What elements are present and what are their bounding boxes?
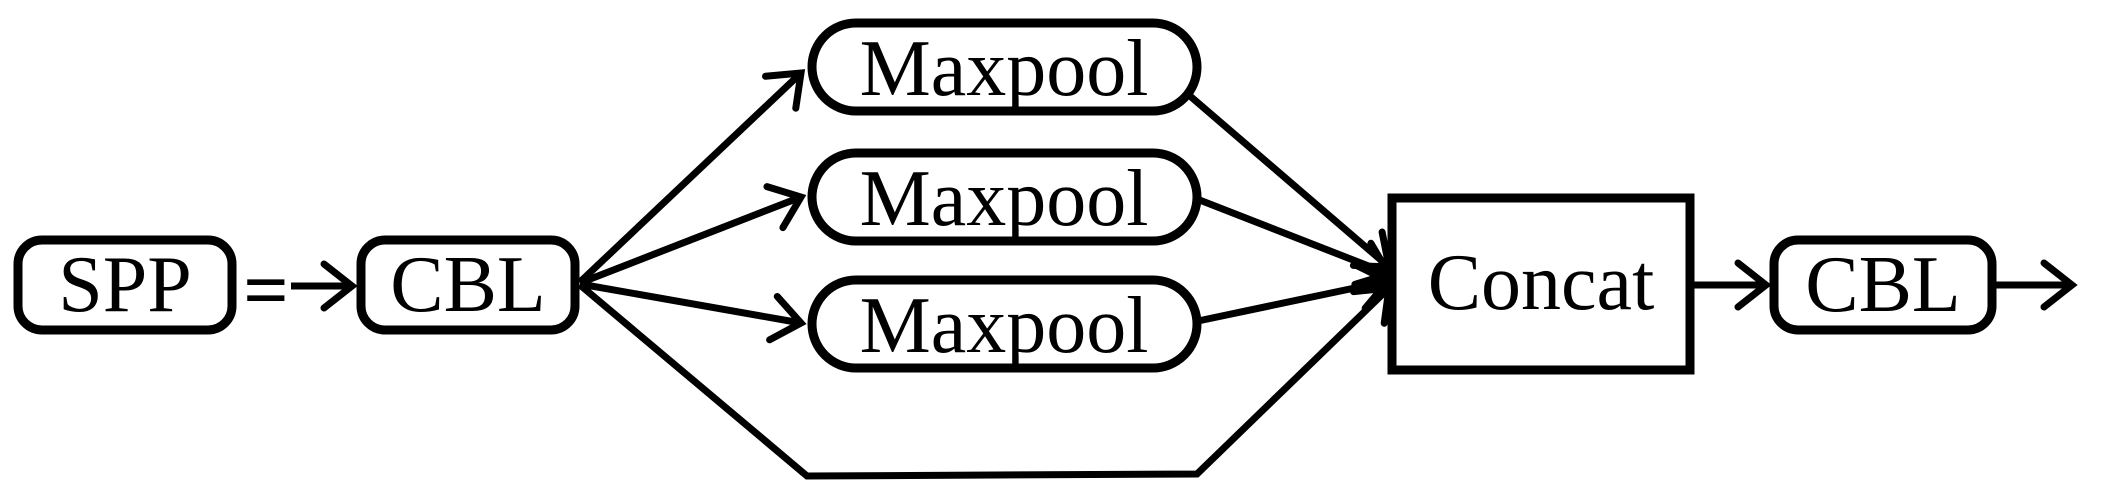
edge-cbl-in-to-maxpool-1 [577,69,806,285]
edge-maxpool-3-to-concat [1197,261,1394,325]
maxpool-2-box [807,148,1202,246]
spp-label: SPP [58,241,191,329]
node-maxpool-3: Maxpool [807,275,1202,373]
cbl-in-box [356,235,580,335]
cbl-out-box [1769,235,1997,335]
maxpool-3-label: Maxpool [860,282,1149,370]
edge-cbl-in-to-maxpool-2 [578,183,807,287]
edge-cbl-in-bypass-to-concat [577,282,1394,480]
edge-cbl-in-to-maxpool-3 [579,280,807,344]
node-concat: Concat [1387,193,1695,375]
node-cbl-out: CBL [1769,235,1997,335]
edge-maxpool-2-to-concat [1195,195,1395,288]
maxpool-3-box [807,275,1202,373]
edge-maxpool-1-to-concat [1180,87,1394,271]
node-cbl-in: CBL [356,235,580,335]
maxpool-1-label: Maxpool [860,25,1149,113]
node-maxpool-1: Maxpool [807,18,1202,116]
node-maxpool-2: Maxpool [807,148,1202,246]
spp-box [13,235,237,335]
cbl-out-label: CBL [1805,241,1961,329]
maxpool-1-box [807,18,1202,116]
node-spp: SPP [13,235,237,335]
concat-box [1387,193,1695,375]
cbl-in-label: CBL [390,241,546,329]
equals-sign: = [243,247,289,335]
concat-label: Concat [1428,239,1655,327]
maxpool-2-label: Maxpool [860,155,1149,243]
